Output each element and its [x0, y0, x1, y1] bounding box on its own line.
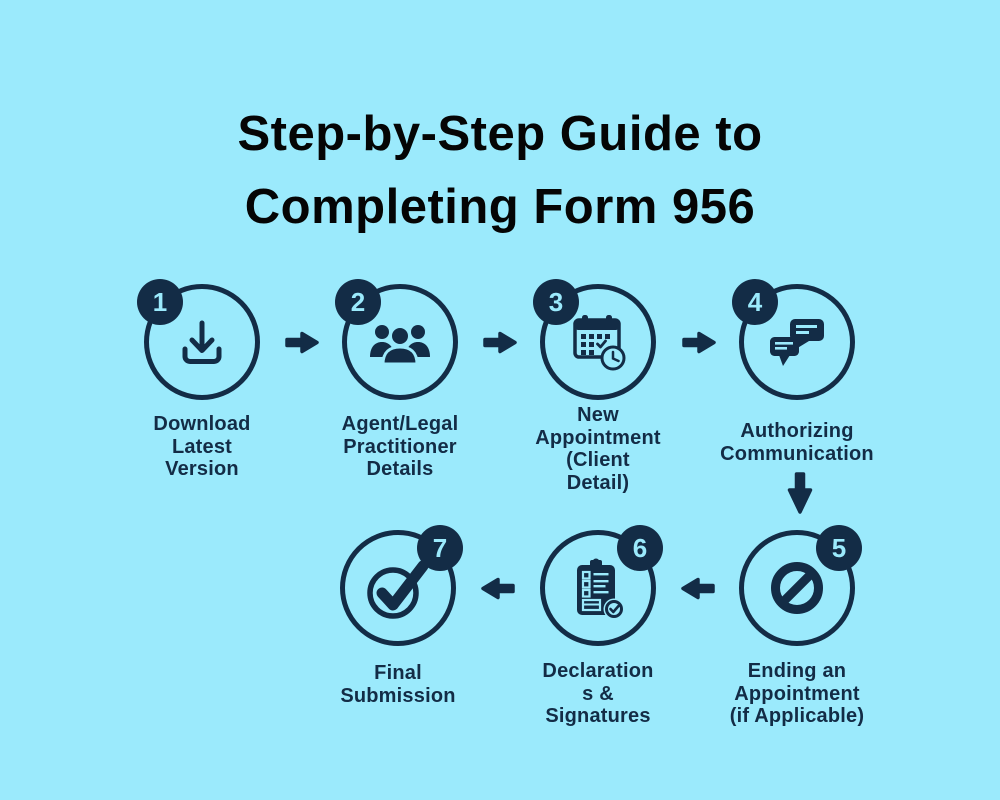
step-7-label: Final Submission [340, 662, 455, 707]
step-3-label-line: Detail) [566, 471, 630, 494]
step-7-number-badge: 7 [417, 525, 463, 571]
step-2: 2 Agent/Legal Practitioner Details [290, 279, 510, 481]
step-6-label: Declaration s & Signatures [542, 660, 653, 728]
arrow-right-2-to-3-icon [483, 331, 517, 354]
step-1-label: Download Latest Version [153, 413, 250, 481]
download-icon [182, 320, 222, 364]
arrow-left-5-to-6-icon [681, 577, 715, 600]
step-2-label-line: Details [366, 458, 434, 480]
step-3-label: New Appointment (Client Detail) [535, 404, 661, 494]
arrow-left-6-to-7-icon [481, 577, 515, 600]
step-3-label-line: Appointment [535, 426, 661, 449]
step-6-label-line: Signatures [545, 705, 651, 727]
step-2-circle: 2 [335, 279, 458, 400]
step-3-number-badge: 3 [533, 279, 579, 325]
step-1-label-line: Version [165, 458, 239, 480]
step-5-number-badge: 5 [816, 525, 862, 571]
step-1-number-badge: 1 [137, 279, 183, 325]
page-title-line-1: Step-by-Step Guide to [237, 107, 763, 161]
arrow-down-4-to-5-icon [787, 472, 813, 514]
step-6-number-badge: 6 [617, 525, 663, 571]
step-5-label-line: (if Applicable) [729, 705, 865, 727]
step-1-circle: 1 [137, 279, 260, 400]
step-2-label: Agent/Legal Practitioner Details [342, 413, 459, 481]
step-2-number-badge: 2 [335, 279, 381, 325]
step-4-label-line: Communication [720, 442, 874, 465]
step-3: 3 New Appointment (Clie [488, 279, 708, 494]
step-7-circle: 7 [340, 525, 463, 646]
step-5: 5 Ending an Appointment (if Applicable) [687, 525, 907, 728]
step-7-label-line: Submission [340, 684, 456, 707]
arrow-right-1-to-2-icon [285, 331, 319, 354]
step-5-label-line: Appointment [734, 682, 860, 705]
checkmark-icon [367, 560, 429, 619]
step-4-circle: 4 [732, 279, 855, 400]
step-6-label-line: s & [582, 682, 614, 705]
clipboard-check-icon [577, 558, 625, 620]
step-3-circle: 3 [533, 279, 656, 400]
step-3-label-line: New [577, 404, 619, 426]
step-4-label: Authorizing Communication [720, 420, 874, 465]
chat-bubbles-icon [770, 319, 824, 366]
step-6: 6 Declaration s & Signa [488, 525, 708, 728]
step-5-circle: 5 [739, 525, 862, 646]
calendar-clock-icon [573, 315, 626, 371]
step-1-label-line: Download [153, 413, 251, 435]
step-1-label-line: Latest [171, 435, 233, 458]
step-3-label-line: (Client [566, 449, 630, 471]
step-1: 1 Download Latest Version [92, 279, 312, 481]
step-7-label-line: Final [374, 662, 422, 684]
step-2-label-line: Practitioner [343, 435, 457, 458]
step-4: 4 Authorizing Communication [687, 279, 907, 465]
page-title: Step-by-Step Guide to Completing Form 95… [0, 98, 1000, 244]
step-2-label-line: Agent/Legal [341, 413, 459, 435]
step-6-label-line: Declaration [542, 660, 654, 682]
step-7: 7 Final Submission [288, 525, 508, 707]
step-4-number-badge: 4 [732, 279, 778, 325]
people-group-icon [370, 325, 430, 366]
step-6-circle: 6 [540, 525, 663, 646]
step-4-label-line: Authorizing [740, 420, 854, 442]
step-5-label-line: Ending an [747, 660, 847, 682]
arrow-right-3-to-4-icon [682, 331, 716, 354]
prohibition-icon [771, 562, 823, 614]
page-title-line-2: Completing Form 956 [244, 180, 756, 234]
step-5-label: Ending an Appointment (if Applicable) [730, 660, 864, 728]
